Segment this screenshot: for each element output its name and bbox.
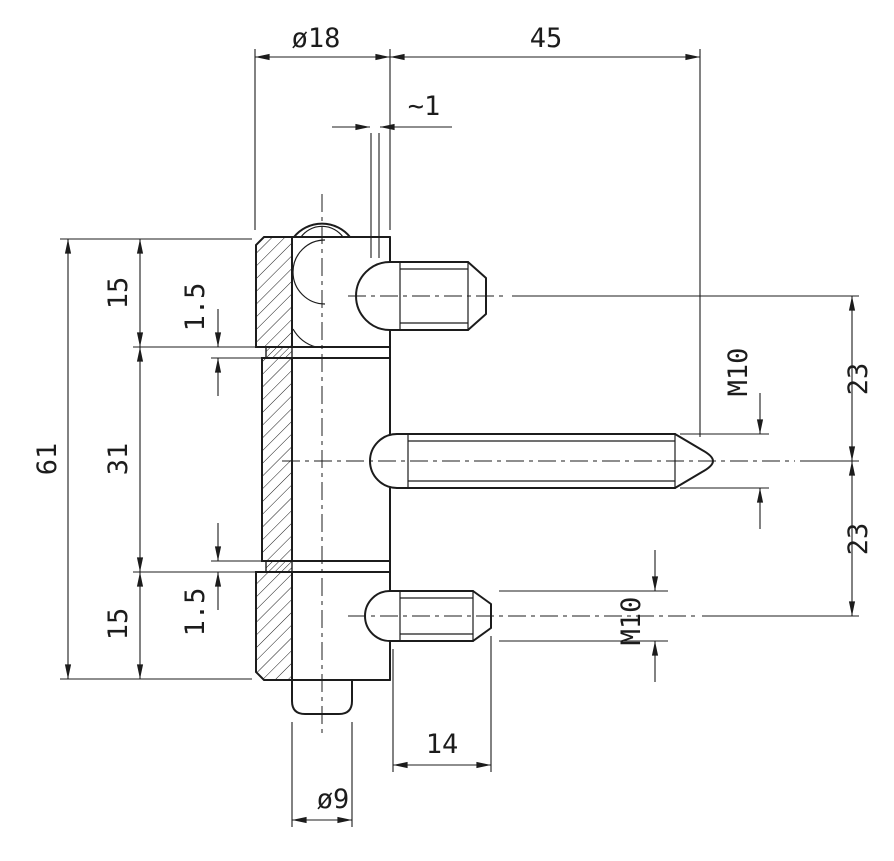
dim-61: 61 [32,238,252,680]
dim-dia9: ø9 [291,722,353,827]
dim-approx1: ~1 [332,91,452,258]
dim-label-23-upper: 23 [843,363,874,396]
middle-plate-section [261,357,293,562]
leaf-sections [255,236,293,681]
dim-15-31-15: 15 31 15 [103,238,291,680]
dim-m10-middle: M10 [680,348,769,529]
dim-label-m10-bottom: M10 [616,597,647,646]
dim-label-14: 14 [426,729,459,760]
dim-label-approx1: ~1 [408,91,441,122]
bottom-gap-ring [265,560,293,573]
dim-label-15-top: 15 [103,277,134,310]
dim-label-61: 61 [32,443,63,476]
top-dome-cap [293,222,351,238]
top-gap-ring [265,346,293,359]
dim-label-1-5-top: 1.5 [180,283,211,332]
dim-label-1-5-bottom: 1.5 [180,588,211,637]
dim-1-5-bottom: 1.5 [180,523,291,636]
dim-label-15-bottom: 15 [103,608,134,641]
dim-23-upper: 23 [512,295,874,462]
dim-m10-bottom: M10 [499,550,668,682]
dim-23-lower: 23 [702,460,874,617]
dim-label-dia9: ø9 [317,784,350,815]
dim-label-23-lower: 23 [843,523,874,556]
dim-14: 14 [392,636,492,772]
centerlines [282,194,795,737]
part-geometry [255,194,795,737]
dim-label-45: 45 [530,23,563,54]
dim-label-dia18: ø18 [292,23,341,54]
dim-label-31: 31 [103,443,134,476]
top-plate-section [255,236,293,348]
dim-label-m10-middle: M10 [723,348,754,397]
internal-ball-arc [292,239,326,305]
dim-45: 45 [389,23,701,437]
bottom-plate-section [255,571,293,681]
dim-dia18: ø18 [254,23,391,230]
dim-1-5-top: 1.5 [180,283,291,396]
knuckle-cylinder [291,222,391,715]
ball-seat-arc [292,328,317,348]
